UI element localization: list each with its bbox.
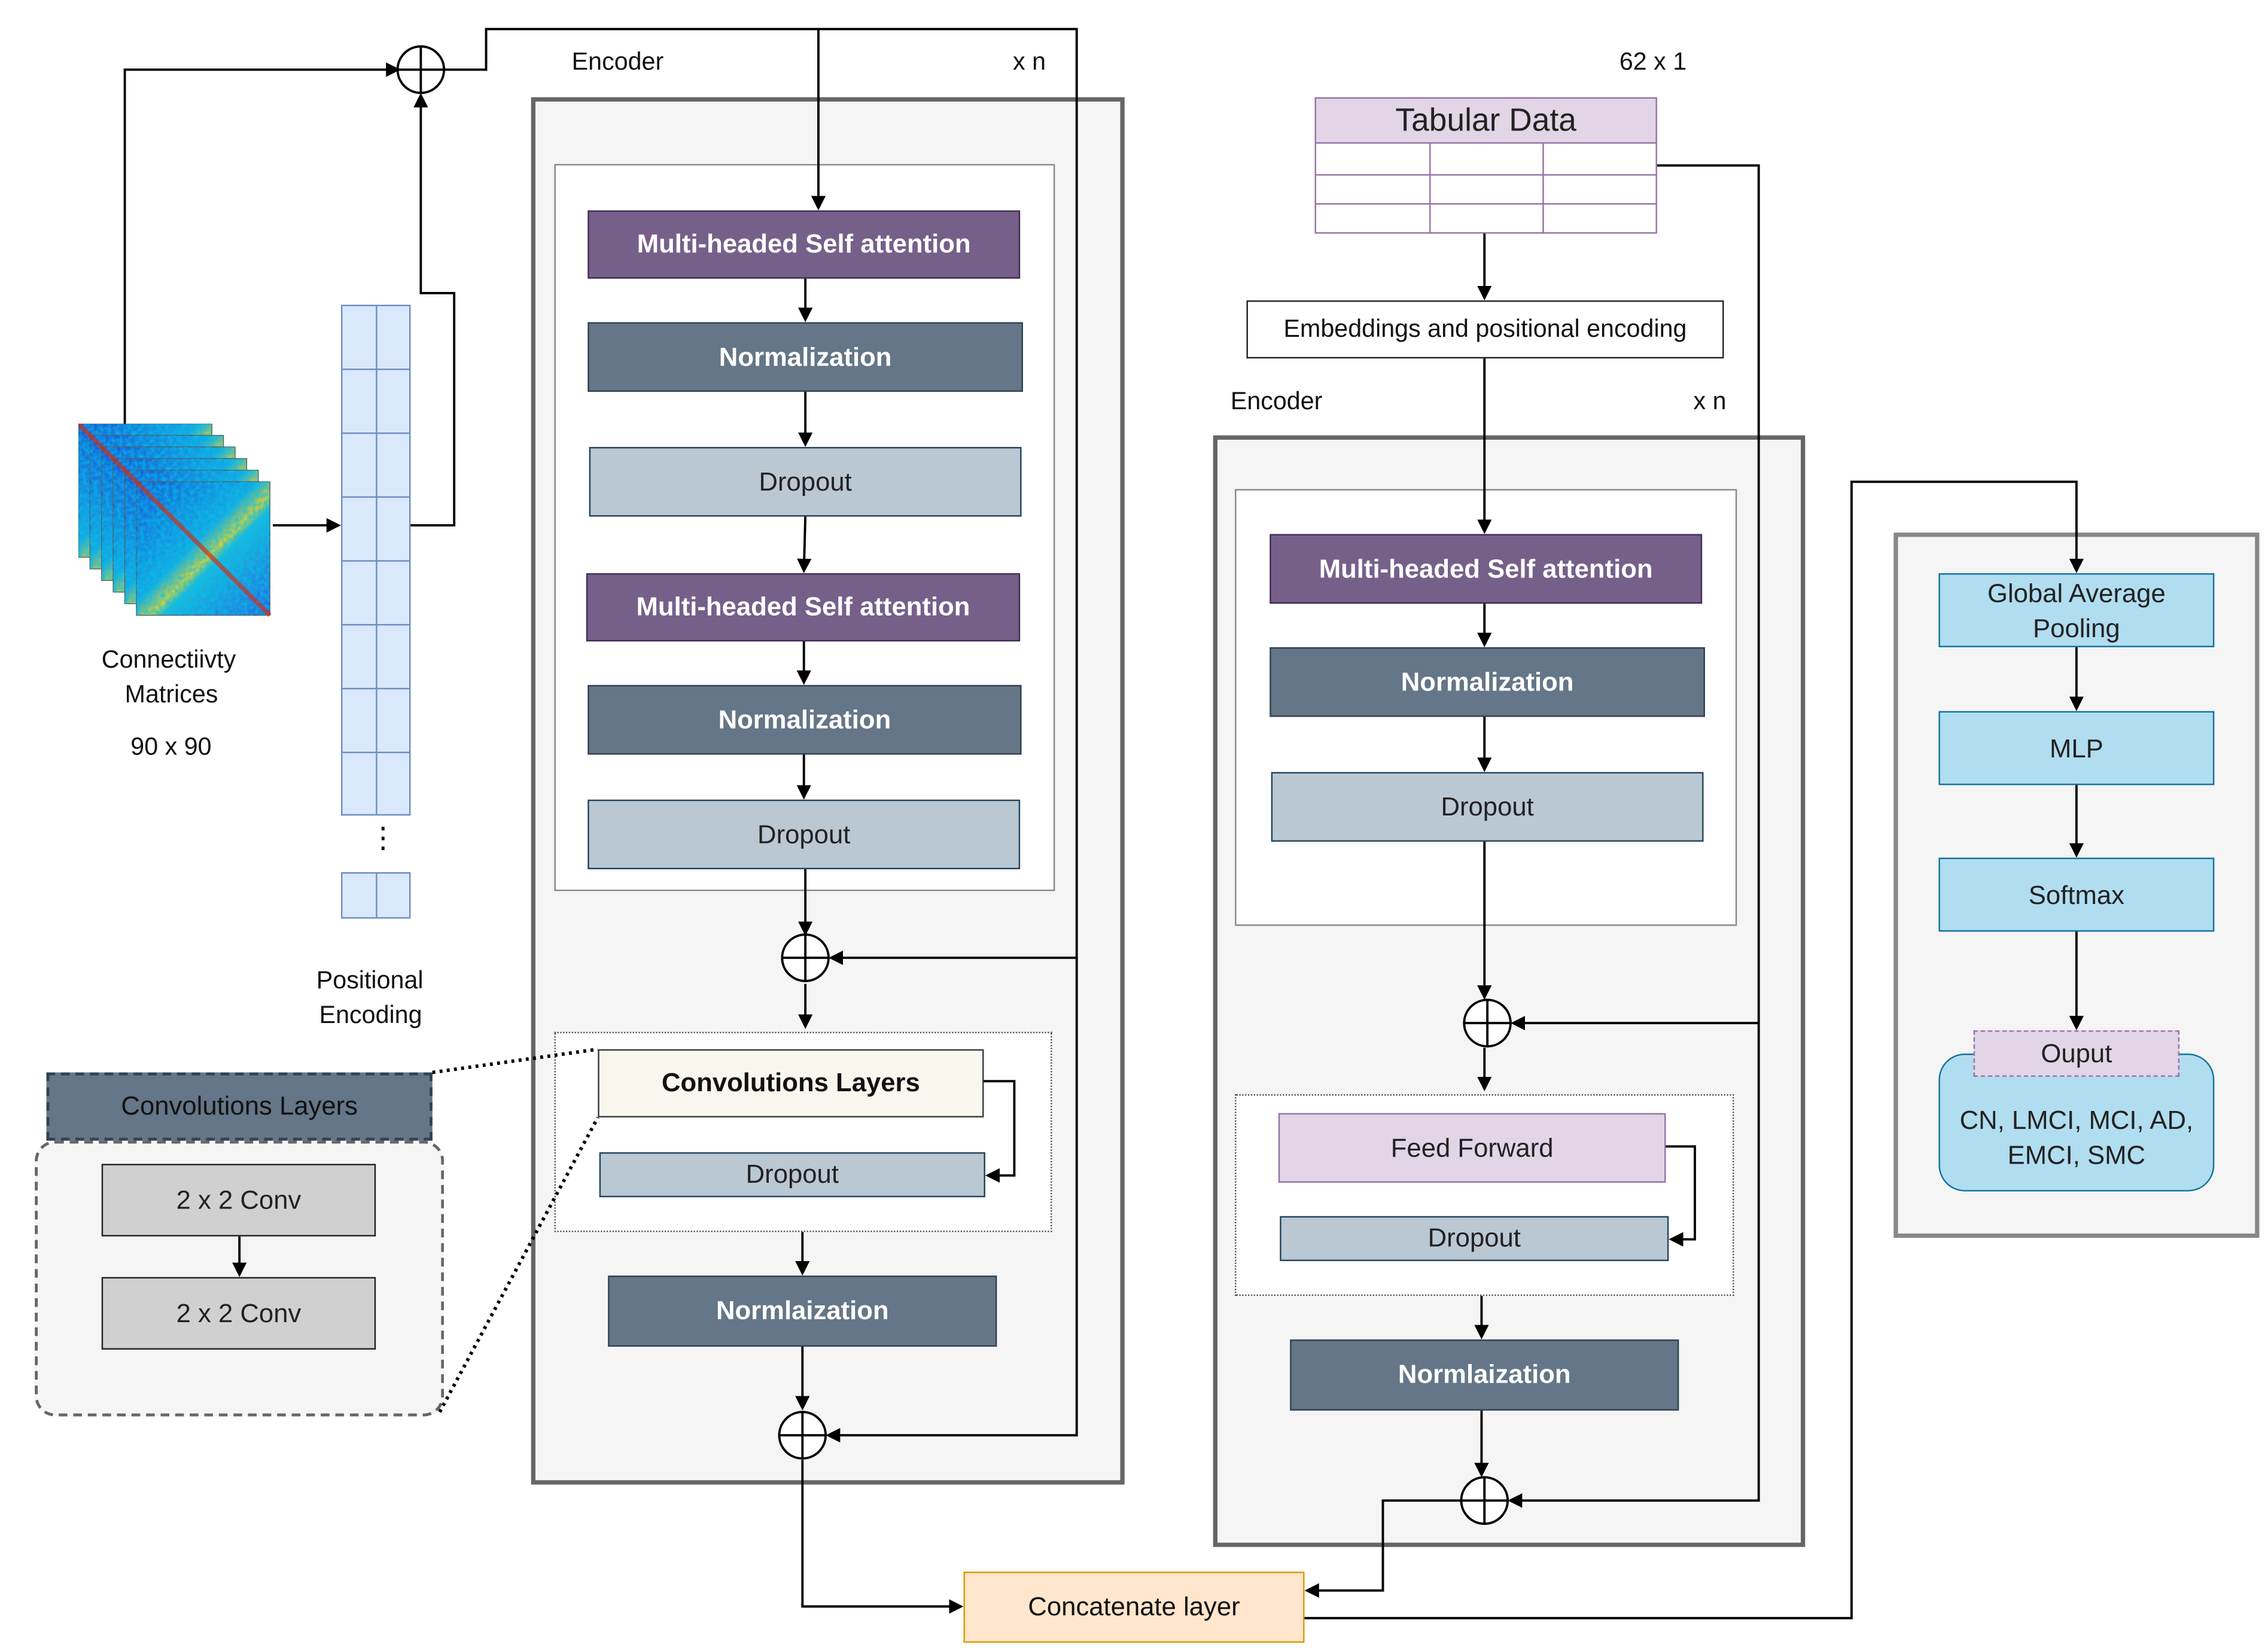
sum-nodes	[396, 45, 1512, 1525]
matrices-dims: 90 x 90	[130, 732, 212, 761]
conv-detail-title: Convolutions Layers	[46, 1072, 433, 1141]
left-normalization-2: Normalization	[587, 684, 1022, 755]
sum-node-top	[396, 45, 446, 95]
gap-line2: Pooling	[2033, 613, 2120, 643]
left-dropout-2: Dropout	[587, 799, 1021, 869]
mlp: MLP	[1938, 711, 2215, 786]
right-encoder-repeat: x n	[1693, 387, 1727, 415]
right-encoder-title: Encoder	[1230, 387, 1323, 415]
sum-node-left-2	[778, 1411, 827, 1460]
left-encoder-repeat: x n	[1012, 48, 1046, 76]
positional-encoding-label-line2: Encoding	[319, 1001, 422, 1029]
left-normalization-1: Normalization	[587, 322, 1023, 392]
global-average-pooling: Global Average Pooling	[1938, 573, 2215, 647]
right-ff-dropout: Dropout	[1280, 1216, 1669, 1261]
positional-encoding-ellipsis: ⋮	[369, 823, 398, 855]
output-label: Ouput	[1973, 1030, 2180, 1077]
left-mhsa-2: Multi-headed Self attention	[586, 573, 1021, 642]
left-convolutions-layers: Convolutions Layers	[598, 1049, 984, 1118]
matrices-label-line1: Connectiivty	[101, 646, 236, 674]
gap-line1: Global Average	[1987, 578, 2166, 608]
classes-line1: CN, LMCI, MCI, AD,	[1959, 1105, 2194, 1134]
left-conv-dropout: Dropout	[599, 1152, 985, 1198]
left-dropout-1: Dropout	[589, 447, 1022, 517]
positional-encoding-label-line1: Positional	[316, 966, 424, 994]
left-encoder-title: Encoder	[571, 48, 664, 76]
matrices-label-line2: Matrices	[124, 680, 218, 708]
tabular-data-title: Tabular Data	[1314, 97, 1657, 144]
tabular-dims: 62 x 1	[1619, 48, 1687, 76]
concatenate-layer: Concatenate layer	[963, 1572, 1305, 1643]
sum-node-left-1	[781, 933, 830, 982]
right-dropout-1: Dropout	[1271, 772, 1704, 842]
positional-encoding-last-cell	[340, 872, 411, 919]
softmax: Softmax	[1938, 857, 2215, 932]
sum-node-right-2	[1460, 1476, 1509, 1525]
connectivity-matrices-image	[77, 422, 274, 627]
embeddings-positional-encoding: Embeddings and positional encoding	[1246, 300, 1724, 359]
right-normalization-1: Normalization	[1270, 647, 1705, 717]
right-normalization-2: Normlaization	[1290, 1339, 1679, 1411]
conv-2x2-second: 2 x 2 Conv	[101, 1277, 376, 1350]
left-mhsa-1: Multi-headed Self attention	[587, 210, 1021, 279]
right-feed-forward: Feed Forward	[1278, 1113, 1666, 1183]
sum-node-right-1	[1463, 998, 1512, 1048]
conv-2x2-first: 2 x 2 Conv	[101, 1164, 376, 1237]
left-normalization-3: Normlaization	[608, 1275, 997, 1347]
right-mhsa: Multi-headed Self attention	[1270, 534, 1703, 604]
tabular-data-table: Tabular Data	[1314, 97, 1657, 234]
classes-line2: EMCI, SMC	[2007, 1140, 2146, 1169]
positional-encoding-column	[340, 305, 411, 816]
